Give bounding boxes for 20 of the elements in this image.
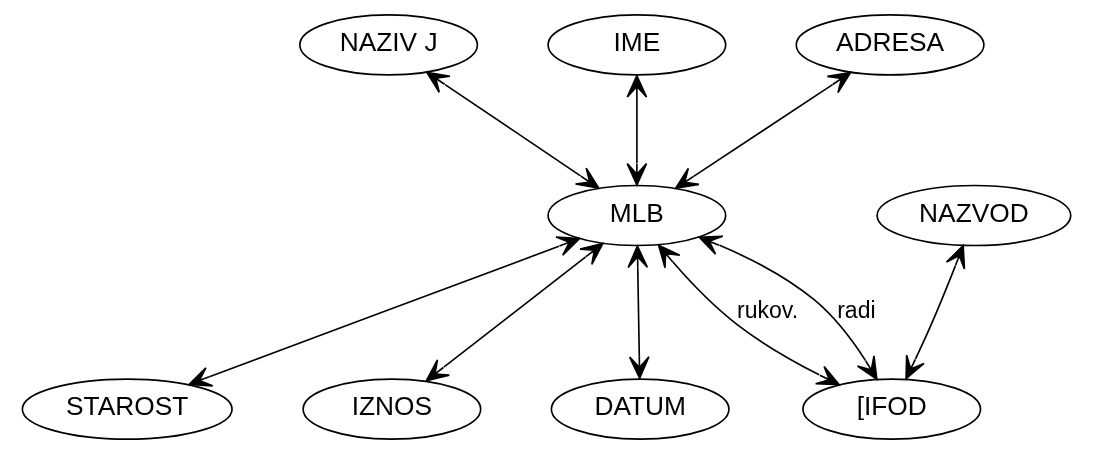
arrow bbox=[627, 245, 650, 380]
edge-label: rukov. bbox=[737, 297, 799, 324]
node-ellipse: NAZIV J bbox=[299, 14, 479, 76]
node-ellipse: MLB bbox=[547, 184, 727, 247]
edge-label: radi bbox=[837, 297, 876, 324]
arrow bbox=[425, 242, 604, 382]
node-ellipse: NAZVOD bbox=[876, 184, 1072, 247]
node-ellipse: [IFOD bbox=[802, 378, 982, 440]
arrow bbox=[674, 71, 852, 189]
node-ellipse: STAROST bbox=[21, 378, 233, 440]
node-ellipse: ADRESA bbox=[795, 14, 985, 76]
node-ellipse: DATUM bbox=[550, 378, 730, 440]
arrow bbox=[626, 74, 648, 186]
node-ellipse: IZNOS bbox=[302, 378, 482, 440]
arrow bbox=[698, 235, 878, 381]
arrow bbox=[426, 71, 600, 189]
node-ellipse: IME bbox=[547, 14, 727, 76]
arrow bbox=[188, 236, 581, 387]
arrow bbox=[905, 244, 966, 380]
arrow bbox=[657, 244, 840, 386]
